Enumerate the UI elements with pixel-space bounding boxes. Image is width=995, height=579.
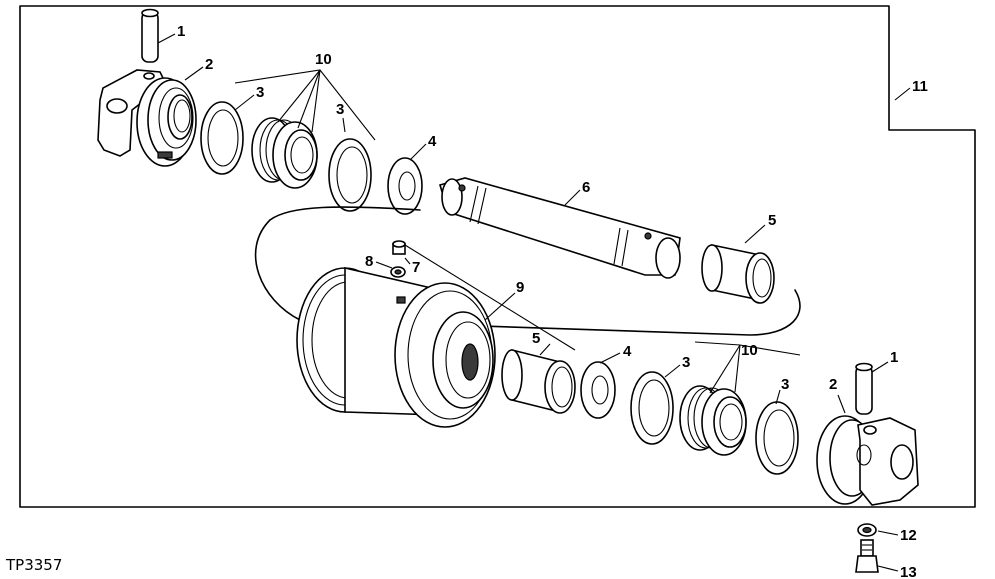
callout-1-top: 1 [177,23,185,40]
figure-id: TP3357 [5,556,62,574]
callout-2-bottom: 2 [829,376,837,393]
callout-10-top: 10 [315,51,332,68]
callout-13: 13 [900,564,917,579]
bushing-top [701,244,775,304]
seal-assembly-top [251,117,318,189]
callout-5-bottom: 5 [532,330,540,347]
callout-8: 8 [365,253,373,270]
roller [296,266,496,428]
leader-lines [157,33,911,572]
callout-10-bottom: 10 [741,342,758,359]
bracket-bottom-right [816,415,919,506]
callout-5-top: 5 [768,212,776,229]
o-ring-top-1 [200,101,244,175]
o-ring-bottom-1 [630,371,674,445]
assembly-boundary [19,5,976,508]
plug [392,240,406,255]
bushing-bottom [501,348,576,414]
o-ring-bottom-2 [755,401,799,475]
callout-4-bottom: 4 [623,343,632,360]
lock-washer [857,523,877,537]
callout-9: 9 [516,279,524,296]
bracket-top-left [97,69,197,167]
callout-3-top-1: 3 [256,84,264,101]
pin-top-left [141,8,159,63]
shaft [439,177,681,279]
callout-3-bottom-1: 3 [682,354,690,371]
cap-screw [855,539,879,573]
o-ring-top-2 [328,138,372,212]
thrust-washer-top [387,157,423,215]
seal-assembly-bottom [679,385,747,456]
thrust-washer-bottom [580,361,616,419]
callout-11: 11 [912,78,928,95]
callout-7: 7 [412,259,420,276]
callout-3-top-2: 3 [336,101,344,118]
callout-3-bottom-2: 3 [781,376,789,393]
callout-6: 6 [582,179,590,196]
pin-bottom-right [855,362,873,415]
callout-4-top: 4 [428,133,437,150]
callout-2-top: 2 [205,56,213,73]
callout-12: 12 [900,527,917,544]
washer-small [390,266,406,278]
callout-1-bottom: 1 [890,349,898,366]
callout-labels: 1 2 3 10 3 4 6 5 11 8 7 9 5 4 3 10 3 2 1… [177,23,928,579]
